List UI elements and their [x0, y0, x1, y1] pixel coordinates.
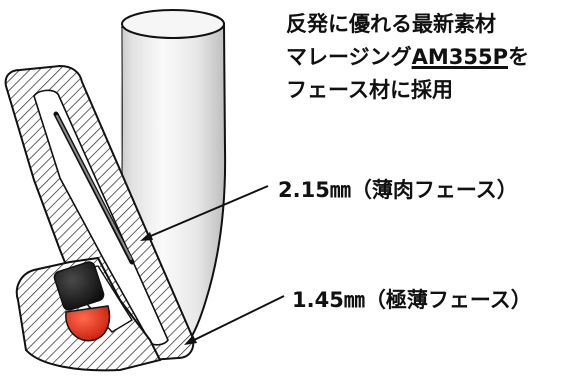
headline-line-1: 反発に優れる最新素材 [286, 12, 496, 36]
material-model-name: AM355P [411, 45, 508, 69]
callout-ultra-thin-face: 1.45㎜（極薄フェース） [292, 284, 532, 314]
thickness-label: （薄肉フェース） [350, 178, 518, 202]
thickness-value: 2.15㎜ [278, 178, 351, 202]
headline-line-3: フェース材に採用 [286, 78, 453, 102]
insert-weight [53, 261, 111, 342]
callout-thin-face: 2.15㎜（薄肉フェース） [278, 174, 518, 204]
leader-line-thin-face [140, 185, 269, 241]
leader-line-ultra-thin-face [184, 295, 285, 345]
thickness-value: 1.45㎜ [292, 288, 365, 312]
clubface-section [4, 64, 195, 362]
headline-suffix: を [507, 45, 529, 69]
headline-line-2: マレージングAM355Pを [286, 41, 529, 74]
headline: 反発に優れる最新素材 マレージングAM355Pを フェース材に採用 [286, 8, 529, 107]
headline-prefix: マレージング [286, 45, 412, 69]
thickness-label: （極薄フェース） [364, 288, 532, 312]
